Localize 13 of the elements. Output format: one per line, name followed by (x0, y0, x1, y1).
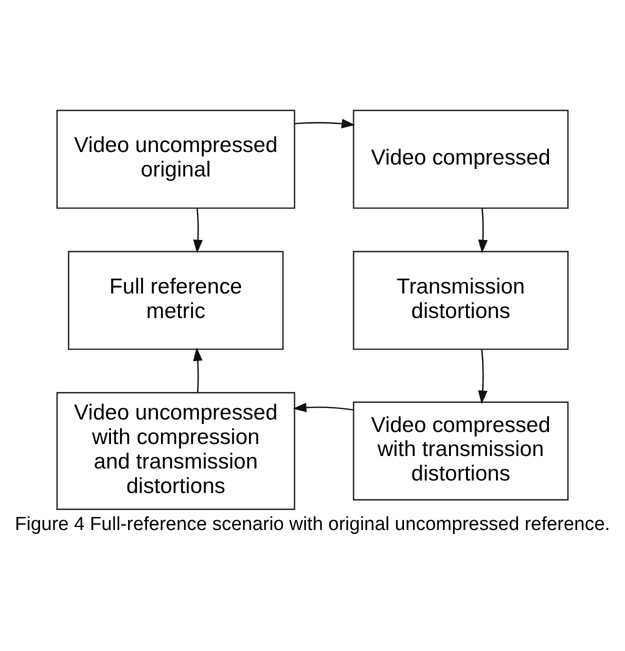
caption: Figure 4 Full-reference scenario with original uncompressed reference. (14, 514, 610, 535)
arrow (478, 208, 488, 254)
node-box: Full reference metric (68, 250, 284, 350)
arrow (193, 208, 203, 254)
node-box: Transmission distortions (352, 250, 569, 350)
node-box: Video compressed (352, 110, 569, 209)
arrow (478, 349, 488, 404)
arrow (294, 118, 356, 128)
arrow (193, 347, 203, 392)
node-box: Video compressed with transmission distortions (352, 401, 569, 501)
node-box: Video uncompressed with compression and transmission distortions (56, 392, 296, 510)
arrow (292, 402, 354, 412)
node-box: Video uncompressed original (56, 110, 296, 209)
